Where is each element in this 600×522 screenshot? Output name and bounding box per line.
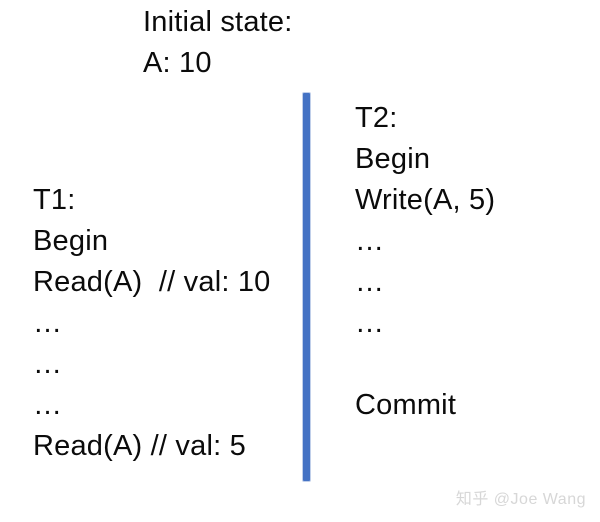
t1-read-second: Read(A) // val: 5 [33,430,246,462]
t1-read-first: Read(A) // val: 10 [33,266,271,298]
t1-ellipsis-2: … [33,348,63,380]
transaction-t1-block: T1: Begin Read(A) // val: 10 … … … Read(… [33,180,271,467]
t2-ellipsis-2: … [355,266,385,298]
t1-begin: Begin [33,225,109,257]
t2-blank-line [355,344,495,385]
t1-label: T1: [33,184,76,216]
t1-ellipsis-3: … [33,389,63,421]
t2-commit: Commit [355,389,457,421]
t2-begin: Begin [355,143,431,175]
t2-ellipsis-1: … [355,225,385,257]
initial-state-block: Initial state: A: 10 [143,2,293,84]
t2-label: T2: [355,102,398,134]
timeline-divider-line [303,93,310,481]
t1-ellipsis-1: … [33,307,63,339]
zhihu-watermark: 知乎 @Joe Wang [455,491,586,508]
transaction-t2-block: T2: Begin Write(A, 5) … … … Commit [355,98,495,426]
initial-state-value: A: 10 [143,47,212,79]
initial-state-title: Initial state: [143,6,293,38]
t2-ellipsis-3: … [355,307,385,339]
t2-write: Write(A, 5) [355,184,496,216]
